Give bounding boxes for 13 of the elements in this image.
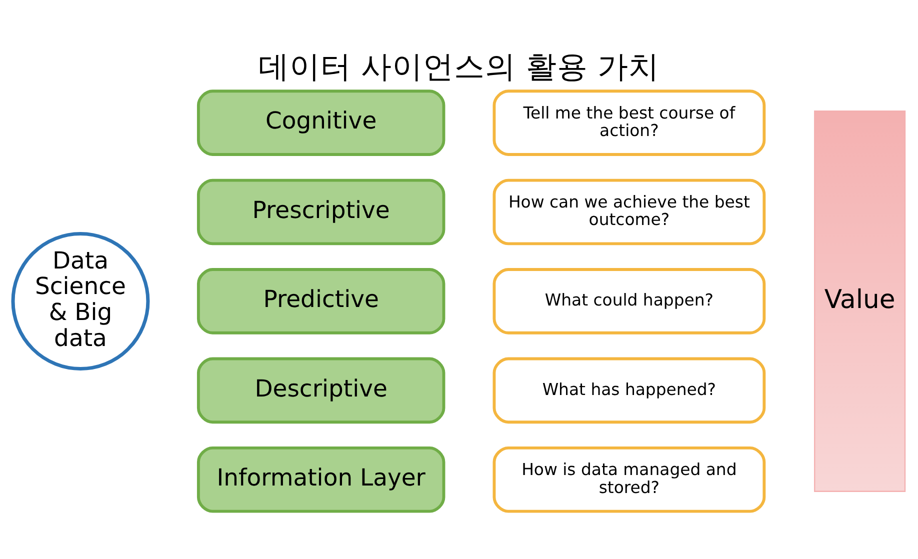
node-box: Information Layer [196, 446, 446, 513]
node-box: Cognitive [196, 90, 446, 156]
label: Value [824, 284, 896, 315]
diagram-title: 데이터 사이언스의 활용 가치 [258, 50, 660, 85]
node-box: Predictive [196, 268, 446, 334]
node-box: What could happen? [492, 268, 766, 334]
node-box: How is data managed and stored? [492, 446, 766, 513]
node-box: How can we achieve the best outcome? [492, 178, 766, 246]
node-box: Descriptive [196, 357, 446, 424]
node-box: What has happened? [492, 357, 766, 424]
node-circle: Data Science & Big data [11, 232, 150, 370]
node-box: Tell me the best course of action? [492, 90, 766, 156]
node-box: Prescriptive [196, 178, 446, 246]
